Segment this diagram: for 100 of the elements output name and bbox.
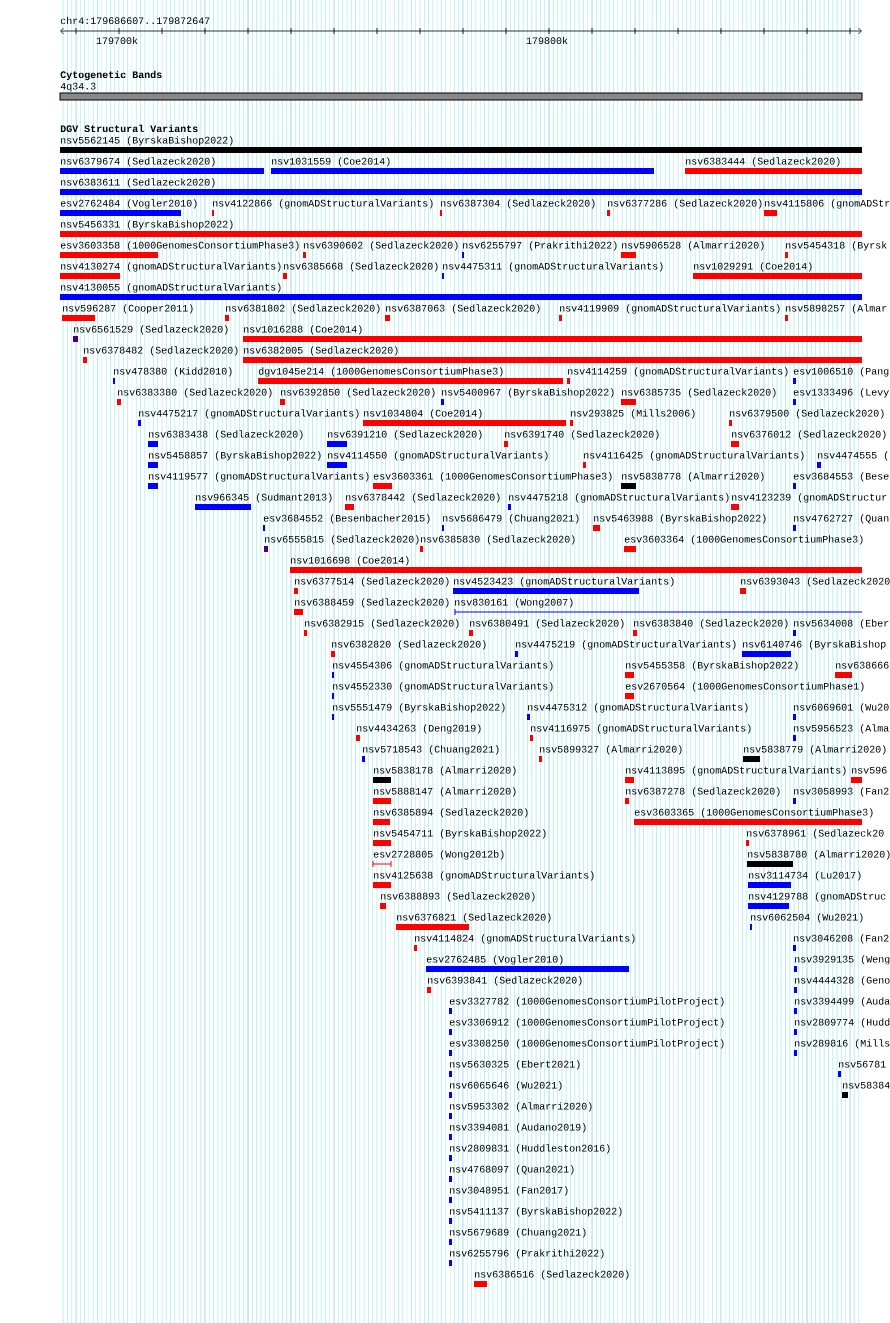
variant-feature: nsv6379674 (Sedlazeck2020) (60, 157, 264, 174)
node-label: nsv6377514 (Sedlazeck2020) (295, 577, 449, 587)
node-label: nsv1031559 (Coe2014) (272, 157, 390, 167)
variant-feature: esv1006510 (Pang (793, 367, 889, 384)
variant-feature: nsv4115806 (gnomADStr (764, 199, 890, 216)
node-label: nsv6381802 (Sedlazeck2020) (226, 304, 380, 314)
variant-feature: nsv4762727 (Quan (793, 514, 889, 531)
node-label: esv3684552 (Besenbacher2015) (263, 514, 430, 524)
node-label: nsv6385668 (Sedlazeck2020) (284, 262, 438, 272)
variant-feature: nsv3394499 (Auda (794, 997, 890, 1014)
node-label: nsv289816 (Mills (795, 1039, 890, 1049)
variant-feature: nsv6065646 (Wu2021) (449, 1081, 562, 1098)
variant-feature: nsv4475218 (gnomADStructuralVariants) (508, 493, 729, 510)
node-label: nsv6390602 (Sedlazeck2020) (304, 241, 458, 251)
variant-feature: esv3684553 (Bese (793, 472, 889, 489)
variant-feature: nsv6383438 (Sedlazeck2020) (148, 430, 303, 447)
node-label: nsv5838780 (Almarri2020) (748, 850, 890, 860)
node-label: nsv5898257 (Almar (786, 304, 887, 314)
node-label: nsv596287 (Cooper2011) (63, 304, 193, 314)
node-label: nsv4444328 (Geno (795, 976, 890, 986)
variant-feature: nsv6382005 (Sedlazeck2020) (243, 346, 862, 363)
node-label: nsv5686479 (Chuang2021) (443, 514, 579, 524)
node-label: nsv4129788 (gnomADStruc (749, 892, 886, 902)
variant-feature: nsv478380 (Kidd2010) (113, 367, 232, 384)
node-label: nsv6069601 (Wu20 (794, 703, 889, 713)
node-label: nsv6379500 (Sedlazeck2020) (730, 409, 884, 419)
node-label: nsv4768097 (Quan2021) (450, 1165, 574, 1175)
node-label: nsv5456331 (ByrskaBishop2022) (61, 220, 233, 230)
node-label: nsv6382820 (Sedlazeck2020) (332, 640, 486, 650)
variant-feature: nsv6377286 (Sedlazeck2020) (607, 199, 762, 216)
variant-feature: nsv4129788 (gnomADStruc (748, 892, 886, 909)
node-label: esv3603361 (1000GenomesConsortiumPhase3) (373, 472, 612, 482)
variant-feature: nsv4116975 (gnomADStructuralVariants) (530, 724, 751, 741)
node-label: nsv6255797 (Prakrithi2022) (463, 241, 617, 251)
node-label: nsv4114259 (gnomADStructuralVariants) (568, 367, 788, 377)
node-label: nsv6255796 (Prakrithi2022) (450, 1249, 604, 1259)
variant-feature: nsv5456331 (ByrskaBishop2022) (60, 220, 862, 237)
variant-feature: nsv4116425 (gnomADStructuralVariants) (583, 451, 804, 468)
coordinate-label: chr4:179686607..179872647 (60, 16, 210, 25)
variant-feature: nsv1029291 (Coe2014) (693, 262, 862, 279)
node-label: nsv966345 (Sudmant2013) (196, 493, 332, 503)
variant-feature: nsv3058993 (Fan2 (793, 787, 889, 804)
variant-feature: esv2670564 (1000GenomesConsortiumPhase1) (625, 682, 864, 699)
node-label: nsv5718543 (Chuang2021) (363, 745, 499, 755)
variant-feature: esv3327782 (1000GenomesConsortiumPilotProject) (449, 997, 724, 1014)
node-label: nsv1016288 (Coe2014) (244, 325, 362, 335)
variant-feature: nsv5718543 (Chuang2021) (362, 745, 499, 762)
node-label: nsv6376821 (Sedlazeck2020) (397, 913, 551, 923)
node-label: nsv6555815 (Sedlazeck2020) (265, 535, 419, 545)
node-label: esv2670564 (1000GenomesConsortiumPhase1) (625, 682, 864, 692)
track-heading: Cytogenetic Bands (60, 70, 162, 81)
variant-feature: nsv6383611 (Sedlazeck2020) (60, 178, 862, 195)
variant-feature: nsv4119577 (gnomADStructuralVariants) (148, 472, 369, 489)
variant-feature: nsv5562145 (ByrskaBishop2022) (60, 136, 862, 153)
node-label: nsv2809774 (Hudd (795, 1018, 890, 1028)
variant-feature: nsv5454711 (ByrskaBishop2022) (373, 829, 546, 846)
variant-feature: nsv6386516 (Sedlazeck2020) (474, 1270, 629, 1287)
variant-feature: nsv6376821 (Sedlazeck2020) (396, 913, 551, 930)
node-label: nsv6383438 (Sedlazeck2020) (149, 430, 303, 440)
variant-feature: nsv6383444 (Sedlazeck2020) (685, 157, 862, 174)
variant-feature: nsv5455358 (ByrskaBishop2022) (625, 661, 798, 678)
node-label: nsv4115806 (gnomADStr (765, 199, 890, 209)
variant-feature: nsv3929135 (Weng (794, 955, 890, 972)
tick-label: 179800k (526, 36, 568, 45)
node-label: nsv5838178 (Almarri2020) (374, 766, 516, 776)
node-label: nsv56781 (839, 1060, 886, 1068)
node-label: nsv3394081 (Audano2019) (450, 1123, 586, 1133)
node-label: nsv4114550 (gnomADStructuralVariants) (328, 451, 548, 461)
variant-feature: nsv4122866 (gnomADStructuralVariants) (212, 199, 433, 216)
variant-feature: nsv5411137 (ByrskaBishop2022) (449, 1207, 622, 1224)
variant-feature: esv2762484 (Vogler2010) (60, 199, 197, 216)
node-label: esv2762484 (Vogler2010) (60, 199, 197, 209)
node-label: nsv6391740 (Sedlazeck2020) (505, 430, 659, 440)
variant-feature: esv3306912 (1000GenomesConsortiumPilotProject) (449, 1018, 724, 1035)
variant-feature: nsv289816 (Mills (794, 1039, 890, 1056)
variant-feature: nsv5630325 (Ebert2021) (449, 1060, 580, 1077)
variant-feature: nsv5838178 (Almarri2020) (373, 766, 516, 783)
node-label: nsv4474555 ( (818, 451, 888, 461)
variant-feature: nsv6383380 (Sedlazeck2020) (117, 388, 272, 405)
node-label: esv3684553 (Bese (793, 472, 889, 482)
node-label: esv3603364 (1000GenomesConsortiumPhase3) (624, 535, 863, 545)
node-label: nsv4116975 (gnomADStructuralVariants) (531, 724, 751, 734)
variant-feature: nsv6062504 (Wu2021) (750, 913, 863, 930)
variant-feature: nsv5906528 (Almarri2020) (621, 241, 764, 258)
node-label: nsv6383840 (Sedlazeck2020) (634, 619, 788, 629)
node-label: nsv478380 (Kidd2010) (114, 367, 232, 377)
variant-feature: nsv5634008 (Eber (793, 619, 889, 636)
variant-feature: nsv1016698 (Coe2014) (290, 556, 862, 573)
node-label: nsv6377286 (Sedlazeck2020) (608, 199, 762, 209)
variant-feature: nsv5899327 (Almarri2020) (539, 745, 682, 762)
variant-feature: nsv6387304 (Sedlazeck2020) (440, 199, 595, 216)
node-label: esv3603365 (1000GenomesConsortiumPhase3) (634, 808, 873, 818)
node-label: nsv4114824 (gnomADStructuralVariants) (415, 934, 635, 944)
node-label: nsv4762727 (Quan (794, 514, 889, 524)
node-label: nsv2809831 (Huddleston2016) (450, 1144, 610, 1154)
variant-feature: nsv4130274 (gnomADStructuralVariants) (60, 262, 281, 279)
node-label: dgv1045e214 (1000GenomesConsortiumPhase3) (258, 367, 503, 377)
node-label: nsv6140746 (ByrskaBishop (743, 640, 886, 650)
variant-feature: nsv6393043 (Sedlazeck2020 (740, 577, 890, 594)
node-label: esv3327782 (1000GenomesConsortiumPilotProject) (449, 997, 724, 1007)
